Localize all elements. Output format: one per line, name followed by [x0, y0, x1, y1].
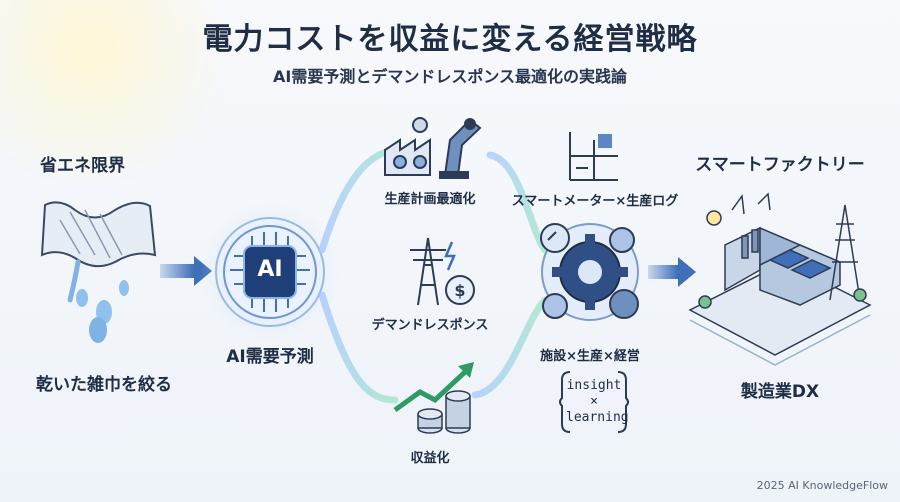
- revenue-growth-icon: [393, 362, 474, 434]
- wring-towel-label: 乾いた雑巾を絞る: [36, 375, 172, 395]
- learning-text: learning: [566, 410, 629, 425]
- page-subtitle: AI需要予測とデマンドレスポンス最適化の実践論: [272, 67, 628, 86]
- facility-production-management-label: 施設×生産×経営: [540, 349, 640, 364]
- footer-credit: 2025 AI KnowledgeFlow: [756, 479, 888, 492]
- smart-meter-log-label: スマートメーター×生産ログ: [511, 194, 679, 209]
- right-arrow: [648, 257, 696, 287]
- insight-times-text: ×: [590, 394, 598, 409]
- factory-robot-icon: [384, 117, 482, 179]
- ai-chip-icon: [200, 202, 340, 342]
- light-glow: [0, 0, 240, 180]
- page-title: 電力コストを収益に変える経営戦略: [202, 22, 698, 57]
- monetize-label: 収益化: [410, 451, 450, 466]
- demand-response-label: デマンドレスポンス: [371, 318, 489, 333]
- production-plan-label: 生産計画最適化: [384, 192, 476, 207]
- ai-forecast-label: AI需要予測: [226, 347, 314, 367]
- power-tower-icon: $: [410, 237, 475, 306]
- towel-icon: [40, 201, 157, 343]
- svg-text:$: $: [454, 281, 465, 300]
- smart-factory-label: スマートファクトリー: [695, 155, 865, 175]
- matrix-chart-icon: [569, 132, 618, 181]
- energy-saving-limit-label: 省エネ限界: [40, 156, 125, 176]
- ai-chip-text: AI: [257, 257, 283, 282]
- gear-hub-icon: [540, 223, 639, 321]
- manufacturing-dx-label: 製造業DX: [740, 382, 820, 402]
- smart-factory-icon: [688, 192, 872, 366]
- insight-text: insight: [566, 378, 622, 393]
- insight-box: [559, 371, 629, 433]
